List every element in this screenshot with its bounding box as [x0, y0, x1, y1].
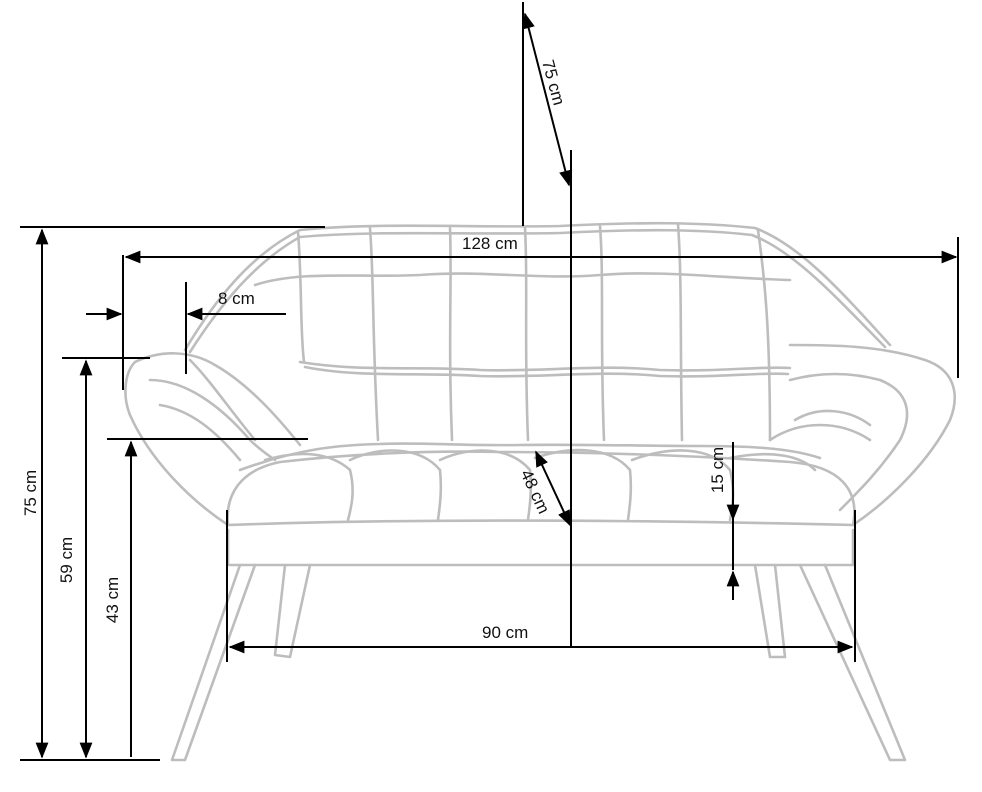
dim-seat-width: 90 cm — [226, 510, 856, 662]
label-seat-height: 43 cm — [103, 577, 122, 623]
dim-armrest-width: 8 cm — [86, 255, 286, 390]
dim-total-height: 75 cm — [20, 226, 325, 761]
dim-total-width: 128 cm — [124, 234, 959, 378]
dim-cushion-thickness: 15 cm — [708, 442, 740, 600]
label-cushion-thickness: 15 cm — [708, 447, 727, 493]
dim-depth: 75 cm — [522, 2, 572, 648]
label-seat-width: 90 cm — [482, 623, 528, 642]
label-total-height: 75 cm — [21, 470, 40, 516]
dim-armrest-height: 59 cm — [57, 357, 150, 759]
label-armrest-width: 8 cm — [218, 289, 255, 308]
dim-seat-height: 43 cm — [103, 438, 308, 757]
label-seat-depth: 48 cm — [517, 467, 554, 517]
label-total-width: 128 cm — [462, 234, 518, 253]
label-armrest-height: 59 cm — [57, 537, 76, 583]
